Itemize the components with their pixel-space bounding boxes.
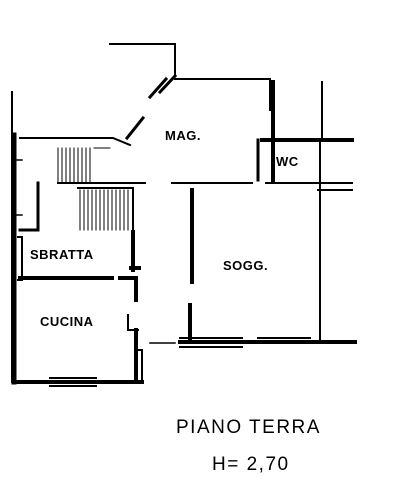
walls xyxy=(11,43,357,387)
room-label-mag: MAG. xyxy=(165,128,201,143)
room-label-sbratta: SBRATTA xyxy=(30,247,94,262)
room-label-cucina: CUCINA xyxy=(40,314,94,329)
floor-title: PIANO TERRA xyxy=(176,417,321,438)
room-label-sogg: SOGG. xyxy=(223,258,268,273)
height-label: H= 2,70 xyxy=(212,454,290,475)
room-label-wc: WC xyxy=(276,154,299,169)
